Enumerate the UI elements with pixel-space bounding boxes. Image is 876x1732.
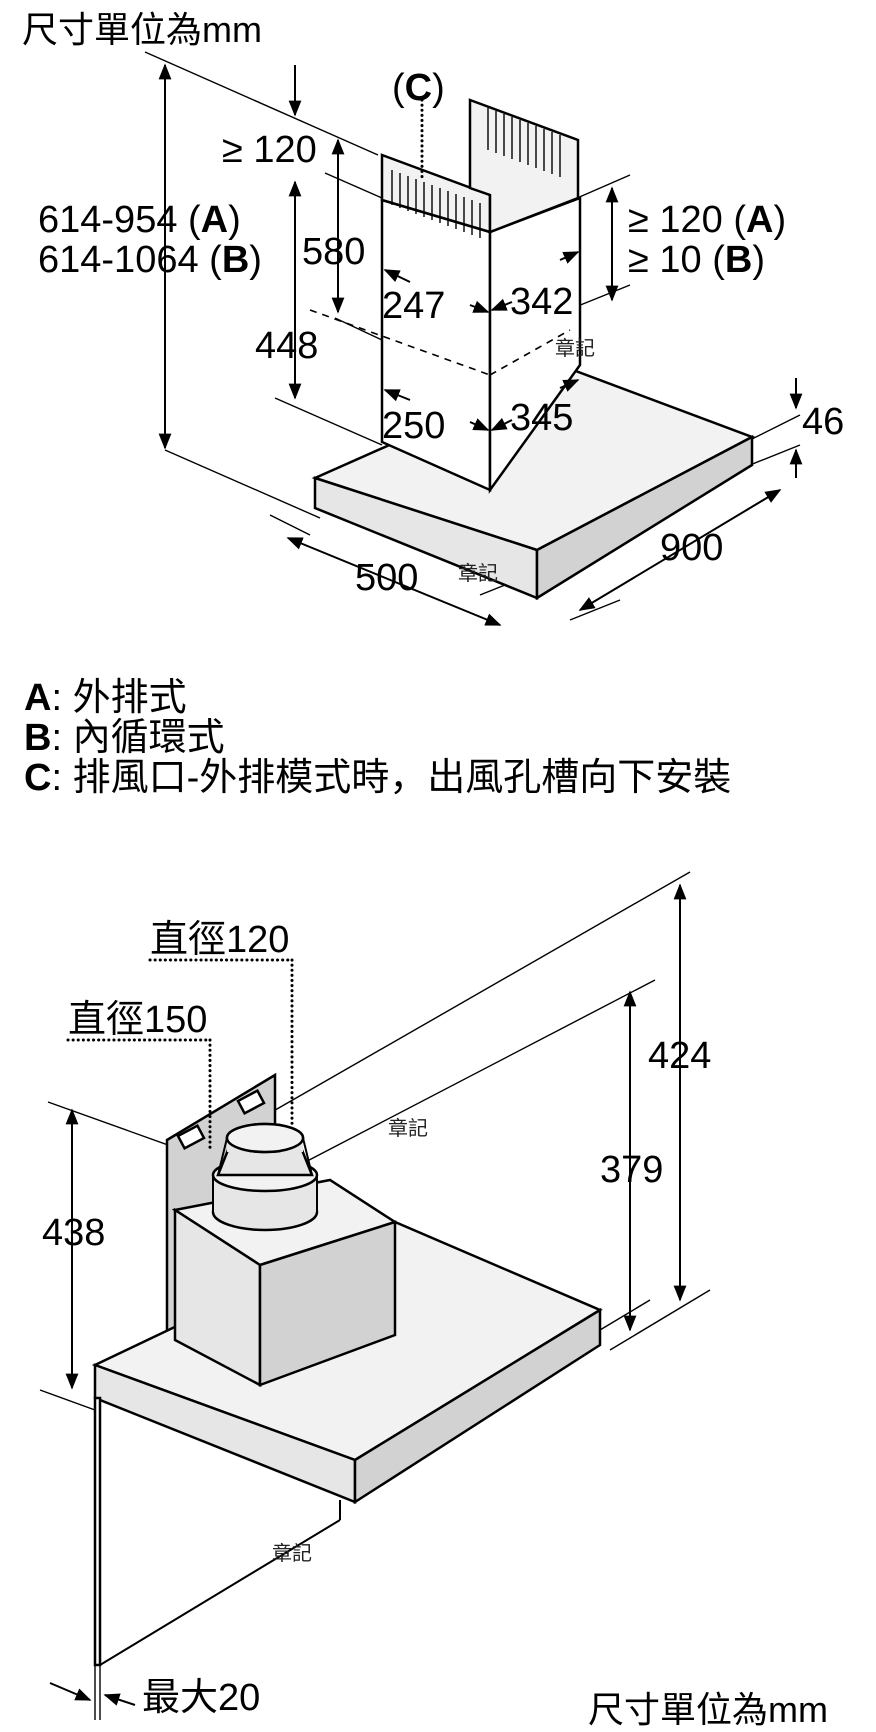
height-424: 424 xyxy=(648,1035,711,1077)
height-total-B: 614-1064 (B) xyxy=(38,239,262,281)
bottom-view-drawing xyxy=(39,871,711,1720)
top-view-drawing xyxy=(144,51,803,626)
wall-gap-label: 最大20 xyxy=(142,1677,260,1719)
watermark-4: 章記 xyxy=(272,1542,312,1565)
watermark-3: 章記 xyxy=(388,1117,428,1140)
side-clearance-A: ≥ 120 (A) xyxy=(628,199,786,241)
legend-A: A: 外排式 xyxy=(24,677,187,719)
watermark-2: 章記 xyxy=(458,562,498,585)
duct-diameter-150: 直徑150 xyxy=(68,999,207,1041)
unit-label-bottom: 尺寸單位為mm xyxy=(588,1689,828,1730)
wall-edge xyxy=(93,1396,102,1667)
canopy-side-bottomview xyxy=(353,1307,602,1505)
vent-back-panel xyxy=(468,98,580,234)
canopy-thickness: 46 xyxy=(802,401,844,443)
canopy-width: 900 xyxy=(660,527,723,569)
canopy-depth: 500 xyxy=(355,557,418,599)
lower-width: 250 xyxy=(382,405,445,447)
vent-label: (C) xyxy=(392,67,445,109)
legend-C: C: 排風口-外排模式時，出風孔槽向下安裝 xyxy=(24,757,732,799)
lower-depth: 345 xyxy=(510,397,573,439)
watermark-1: 章記 xyxy=(555,337,595,360)
legend-B: B: 內循環式 xyxy=(24,717,225,759)
chimney-lower-height: 448 xyxy=(255,325,318,367)
top-clearance-label: ≥ 120 xyxy=(222,129,317,171)
upper-width: 247 xyxy=(382,285,445,327)
height-379: 379 xyxy=(600,1149,663,1191)
chimney-upper-height: 580 xyxy=(302,231,365,273)
height-438: 438 xyxy=(42,1212,105,1254)
side-clearance-B: ≥ 10 (B) xyxy=(628,239,765,281)
height-total-A: 614-954 (A) xyxy=(38,199,241,241)
upper-depth: 342 xyxy=(510,281,573,323)
duct-diameter-120: 直徑120 xyxy=(150,919,289,961)
housing-side xyxy=(258,1220,397,1387)
unit-label-top: 尺寸單位為mm xyxy=(22,9,262,50)
